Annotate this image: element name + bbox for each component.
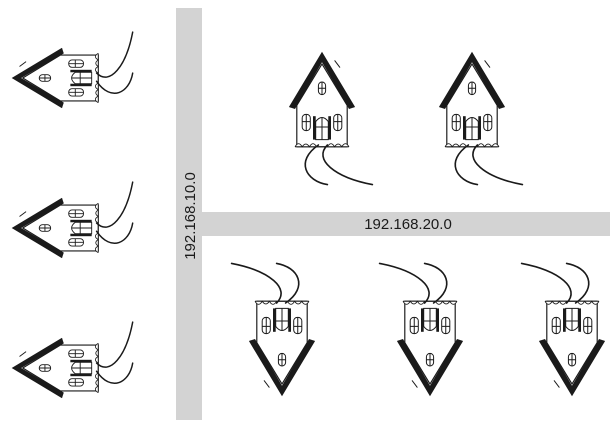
- network-label-horizontal: 192.168.20.0: [364, 216, 452, 233]
- house-icon: [522, 263, 605, 394]
- network-label-vertical: 192.168.10.0: [182, 172, 199, 260]
- house-icon: [13, 322, 133, 397]
- house-icon: [13, 32, 133, 107]
- house-icon: [232, 263, 315, 394]
- house-icon: [440, 53, 523, 184]
- house-icon: [290, 53, 373, 184]
- house-icon: [380, 263, 463, 394]
- house-icon: [13, 182, 133, 257]
